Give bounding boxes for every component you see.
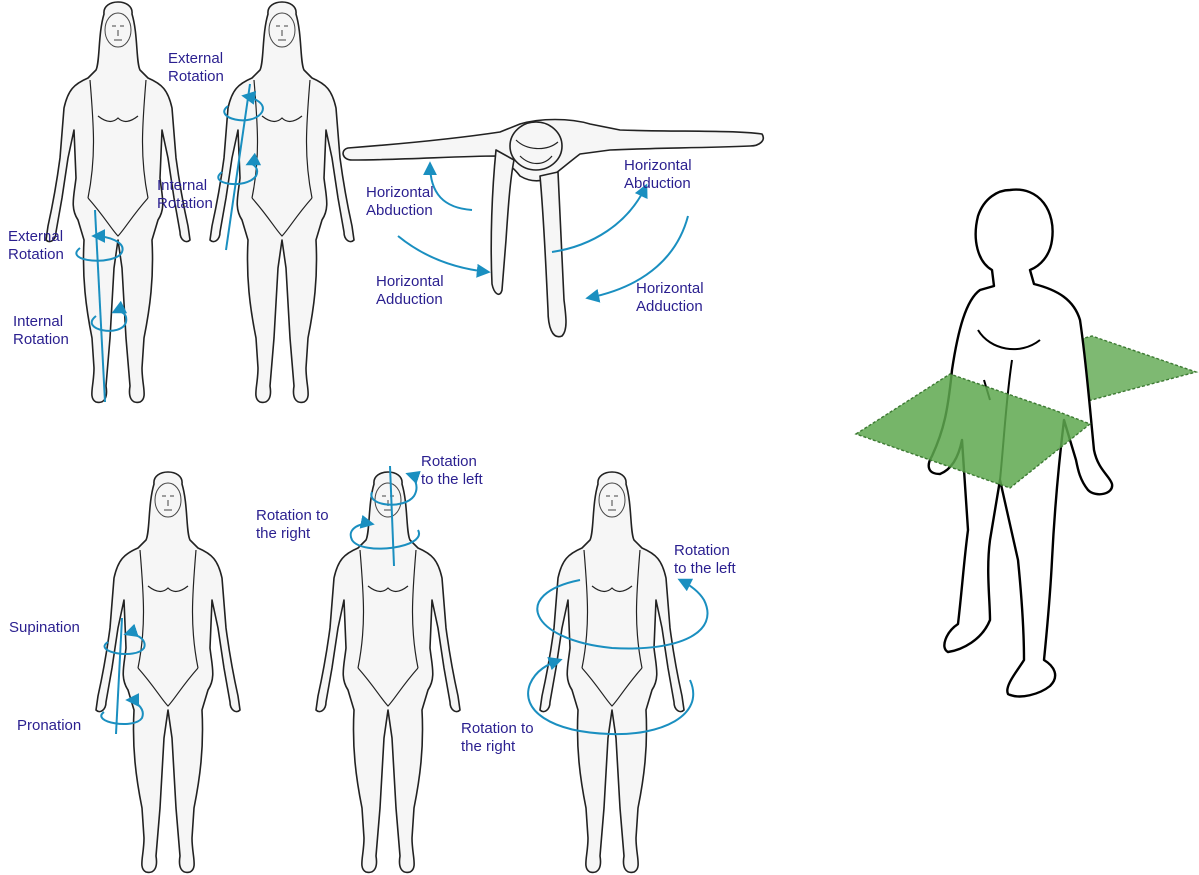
figure-transverse-plane (856, 190, 1196, 697)
pronation-label: Pronation (17, 717, 81, 734)
supination-label: Supination (9, 619, 80, 636)
abduction-right-arrow (552, 186, 646, 252)
abduction-left-arrow (430, 164, 472, 210)
figure-forearm-rotation (96, 472, 240, 872)
figure-trunk-rotation (540, 472, 684, 872)
adduction-left-arrow (398, 236, 488, 272)
figure-head-rotation (316, 472, 460, 872)
figure-arm-rotation (210, 2, 354, 402)
